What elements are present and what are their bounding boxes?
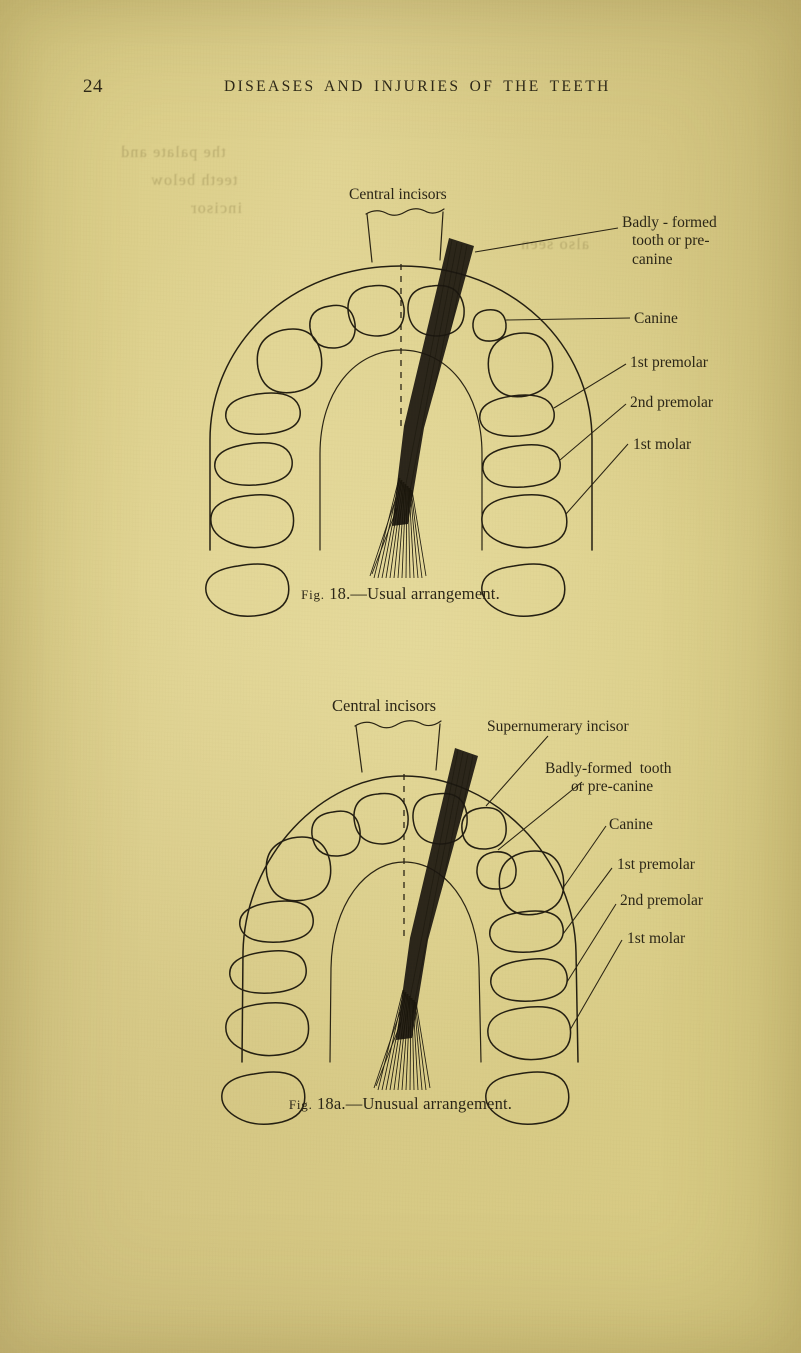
figure-18-hatched-band	[369, 238, 474, 579]
figure-18-brace	[365, 208, 445, 263]
figure-18a-leader-lines	[485, 735, 623, 1031]
figure-18-badly-formed-tooth	[472, 309, 507, 342]
figure-18-dental-arch-diagram	[205, 208, 631, 617]
figure-18a-supernumerary-incisor	[461, 806, 507, 850]
figure-18a-dental-arch-diagram	[221, 720, 623, 1125]
running-title: DISEASES AND INJURIES OF THE TEETH	[224, 78, 611, 95]
figure-18a-badly-formed-tooth	[476, 851, 517, 890]
running-head: 24 DISEASES AND INJURIES OF THE TEETH	[0, 76, 801, 98]
figure-18-teeth-left	[205, 284, 405, 617]
figure-18a-brace	[354, 720, 442, 773]
figure-18-label-canine: Canine	[634, 310, 678, 327]
figure-18a-label-supernumerary-incisor: Supernumerary incisor	[487, 718, 629, 735]
figure-18a-label-canine: Canine	[609, 816, 653, 833]
figure-18-label-first-molar: 1st molar	[633, 436, 692, 453]
figure-18-label-central-incisors: Central incisors	[349, 186, 447, 203]
figure-18-label-first-premolar: 1st premolar	[630, 354, 708, 371]
figure-18a-label-second-premolar: 2nd premolar	[620, 892, 704, 909]
figure-18a-label-central-incisors: Central incisors	[332, 696, 437, 715]
figure-18-leader-lines	[474, 227, 631, 515]
figure-18a-label-first-premolar: 1st premolar	[617, 856, 695, 873]
page-number: 24	[83, 76, 103, 97]
figure-18a-hatched-band	[373, 748, 478, 1091]
figure-18-caption: Fig. 18.—Usual arrangement.	[301, 584, 500, 603]
figure-18a-teeth-left	[221, 792, 409, 1125]
figure-18-label-second-premolar: 2nd premolar	[630, 394, 714, 411]
figure-18a-label-first-molar: 1st molar	[627, 930, 686, 947]
bleed-through-text: the palate and	[120, 144, 226, 161]
figure-18a: Central incisors Supernumerary incisor B…	[0, 690, 801, 1125]
figure-18a-caption: Fig. 18a.—Unusual arrangement.	[288, 1094, 513, 1113]
